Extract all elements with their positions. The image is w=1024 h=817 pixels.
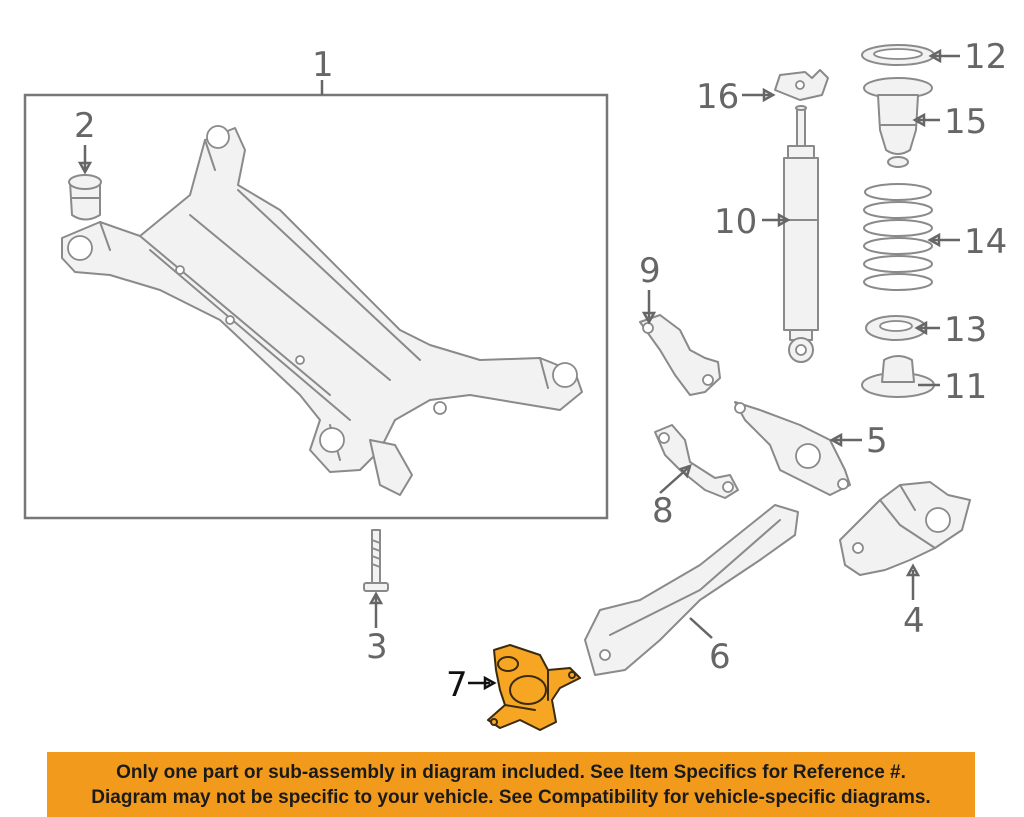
trailing-arm-part [584, 504, 799, 676]
callout-3: 3 [366, 627, 388, 667]
upper-link-part [639, 314, 721, 396]
callout-11: 11 [944, 367, 987, 407]
callout-14: 14 [964, 222, 1007, 262]
knuckle-part [839, 481, 971, 576]
mount-bracket-part [774, 69, 829, 101]
coil-spring-part [863, 183, 933, 291]
lower-spring-seat-part [861, 355, 935, 398]
callout-5: 5 [866, 421, 888, 461]
callout-2: 2 [74, 106, 96, 146]
shock-absorber-part [783, 105, 819, 363]
subframe-panel [23, 80, 609, 520]
callout-8: 8 [652, 491, 674, 531]
leader-lines [77, 48, 960, 691]
callout-15: 15 [944, 102, 987, 142]
crossmember-part [61, 125, 583, 496]
disclaimer-line-2: Diagram may not be specific to your vehi… [91, 787, 931, 808]
bump-stop-part [863, 77, 933, 168]
lower-control-arm-part [734, 401, 851, 496]
disclaimer-banner: Only one part or sub-assembly in diagram… [47, 752, 975, 817]
callout-4: 4 [903, 601, 925, 641]
callout-16: 16 [696, 77, 739, 117]
callout-1: 1 [312, 45, 334, 85]
callout-13: 13 [944, 310, 987, 350]
bushing-part [68, 174, 102, 221]
upper-insulator-part [861, 44, 935, 66]
callout-9: 9 [639, 251, 661, 291]
highlighted-bracket-part-7 [487, 644, 581, 731]
lateral-link-part [654, 424, 739, 499]
callout-6: 6 [709, 637, 731, 677]
callout-10: 10 [714, 202, 757, 242]
callout-7: 7 [446, 665, 468, 705]
bolt-part [363, 529, 389, 592]
callout-12: 12 [964, 37, 1007, 77]
disclaimer-line-1: Only one part or sub-assembly in diagram… [116, 762, 906, 783]
